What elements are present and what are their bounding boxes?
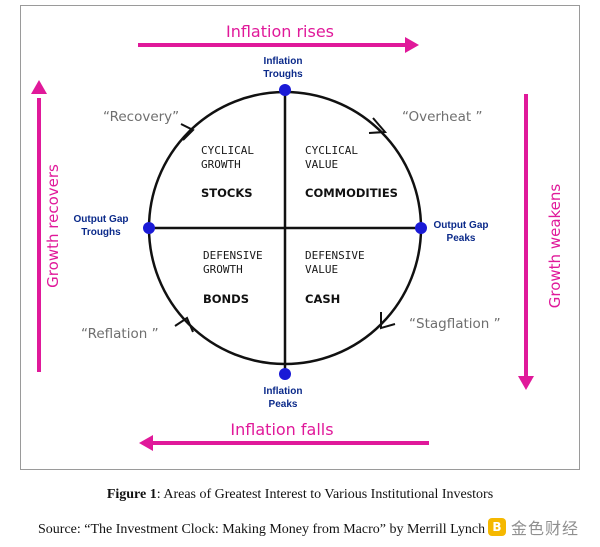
left-point-label-1: Output Gap (74, 214, 129, 225)
phase-reflation: “Reflation ” (81, 326, 159, 342)
figure-caption-text: : Areas of Greatest Interest to Various … (156, 487, 494, 502)
right-point-label-2: Peaks (447, 233, 476, 244)
watermark-text: 金色财经 (511, 519, 580, 538)
bottom-right-quadrant-line2: VALUE (305, 263, 338, 276)
output-gap-troughs-point (143, 222, 155, 234)
cycle-arrowhead-reflation (174, 316, 194, 333)
growth-weakens-label: Growth weakens (546, 184, 564, 309)
phase-recovery: “Recovery” (103, 109, 179, 125)
figure-caption: Figure 1: Areas of Greatest Interest to … (0, 487, 600, 503)
cycle-arrowhead-recovery (180, 123, 195, 141)
inflation-troughs-point (279, 84, 291, 96)
bottom-right-asset: CASH (305, 292, 340, 306)
top-right-quadrant-line2: VALUE (305, 158, 338, 171)
inflation-peaks-point (279, 368, 291, 380)
top-point-label-1: Inflation (264, 56, 303, 67)
inflation-rises-label: Inflation rises (226, 22, 334, 41)
diagram-frame: Inflation rises Inflation falls Growth r… (20, 5, 580, 470)
inflation-falls-arrowhead (139, 435, 153, 451)
growth-weakens-arrowhead (518, 376, 534, 390)
output-gap-peaks-point (415, 222, 427, 234)
investment-clock-diagram: Inflation rises Inflation falls Growth r… (31, 22, 564, 451)
top-right-quadrant-line1: CYCLICAL (305, 144, 358, 157)
phase-overheat: “Overheat ” (402, 109, 482, 125)
bottom-point-label-2: Peaks (269, 399, 298, 410)
watermark-logo-icon: B (488, 518, 506, 536)
top-right-asset: COMMODITIES (305, 186, 398, 200)
top-left-asset: STOCKS (201, 186, 253, 200)
left-point-label-2: Troughs (81, 227, 121, 238)
bottom-point-label-1: Inflation (264, 386, 303, 397)
cycle-arrowhead-stagflation (380, 312, 396, 330)
bottom-left-quadrant-line1: DEFENSIVE (203, 249, 263, 262)
watermark: B 金色财经 (484, 513, 584, 541)
bottom-right-quadrant-line1: DEFENSIVE (305, 249, 365, 262)
cycle-arrowhead-overheat (368, 117, 388, 134)
bottom-left-asset: BONDS (203, 292, 249, 306)
top-point-label-2: Troughs (263, 69, 303, 80)
growth-recovers-label: Growth recovers (44, 164, 62, 288)
figure-label: Figure 1 (106, 487, 157, 502)
right-point-label-1: Output Gap (434, 220, 489, 231)
inflation-falls-label: Inflation falls (230, 420, 333, 439)
inflation-rises-arrowhead (405, 37, 419, 53)
phase-stagflation: “Stagflation ” (409, 316, 501, 332)
source-line: Source: “The Investment Clock: Making Mo… (38, 522, 486, 537)
bottom-left-quadrant-line2: GROWTH (203, 263, 243, 276)
top-left-quadrant-line1: CYCLICAL (201, 144, 254, 157)
top-left-quadrant-line2: GROWTH (201, 158, 241, 171)
growth-recovers-arrowhead (31, 80, 47, 94)
